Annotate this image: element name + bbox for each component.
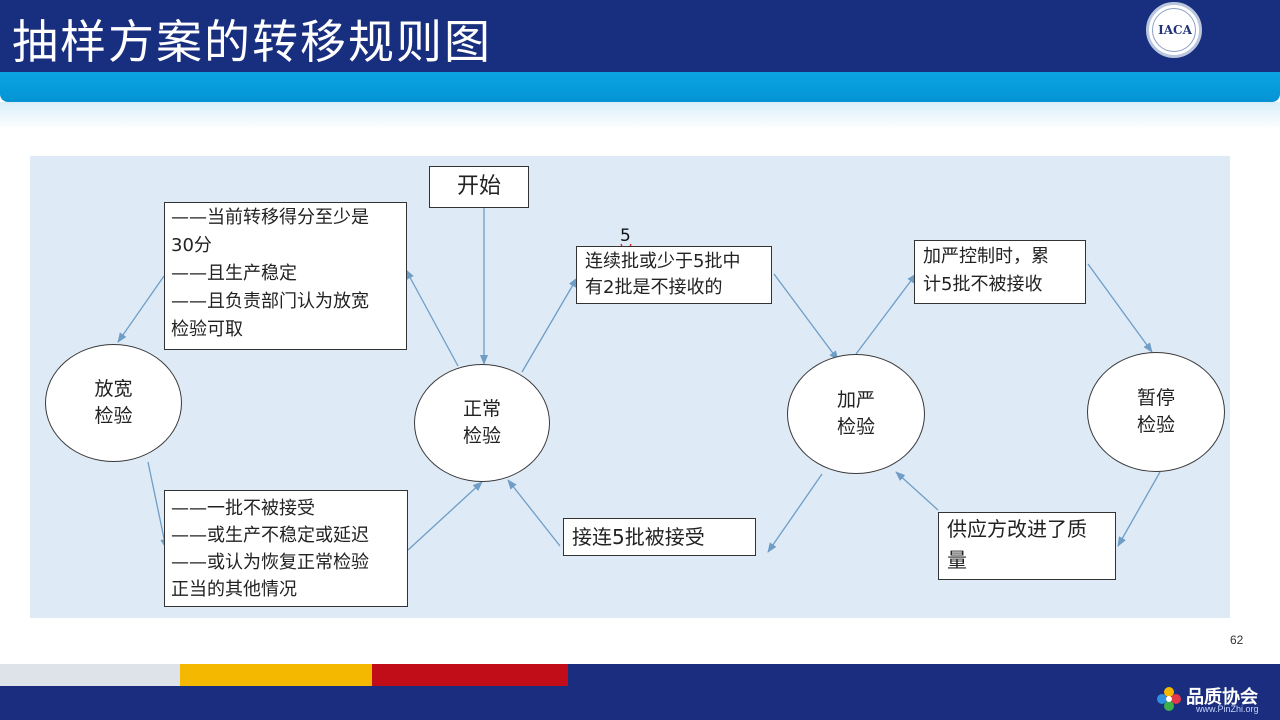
logo-text: IACA bbox=[1158, 23, 1192, 37]
condition-line: 量 bbox=[947, 548, 967, 572]
switching-rules-diagram: 开始 ——当前转移得分至少是 30分 ——且生产稳定 ——且负责部门认为放宽 检… bbox=[30, 156, 1230, 618]
state-label: 加严 bbox=[836, 389, 875, 411]
arrow-reduced-to-lower-box bbox=[147, 461, 169, 549]
condition-line: ——且负责部门认为放宽 bbox=[171, 291, 369, 312]
state-label: 正常 bbox=[462, 398, 501, 420]
condition-line: ——且生产稳定 bbox=[171, 263, 297, 284]
annotation-number: 5 bbox=[620, 226, 631, 246]
suspended-inspection-state: 暂停 检验 bbox=[1087, 352, 1225, 472]
condition-line: ——或认为恢复正常检验 bbox=[171, 552, 369, 573]
condition-line: 加严控制时，累 bbox=[923, 246, 1049, 267]
reduced-inspection-state: 放宽 检验 bbox=[45, 344, 182, 462]
tightened-to-normal-condition: 接连5批被接受 bbox=[563, 518, 756, 556]
condition-line: 接连5批被接受 bbox=[572, 525, 705, 549]
condition-line: 检验可取 bbox=[171, 319, 243, 340]
condition-line: ——一批不被接受 bbox=[171, 498, 315, 519]
condition-line: 供应方改进了质 bbox=[947, 517, 1087, 541]
footer-url: www.PinZhi.org bbox=[1196, 704, 1259, 714]
start-label: 开始 bbox=[456, 174, 501, 199]
footer-strip-navy bbox=[568, 664, 1280, 686]
arrow-normal-to-reduced-box bbox=[405, 269, 459, 367]
condition-line: ——或生产不稳定或延迟 bbox=[171, 525, 369, 546]
arrow-tightened-to-accepted-box bbox=[767, 473, 823, 553]
arrow-lower-box-to-normal bbox=[407, 481, 483, 551]
suspended-to-tightened-condition: 供应方改进了质 量 bbox=[938, 512, 1116, 580]
start-box: 开始 bbox=[429, 166, 529, 208]
footer-strip-red bbox=[372, 664, 568, 686]
condition-line: 连续批或少于5批中 bbox=[585, 251, 741, 272]
arrow-tightened-to-suspend-box bbox=[855, 273, 917, 355]
arrow-normal-to-tightened-box bbox=[521, 277, 578, 373]
normal-to-tightened-conditions: 连续批或少于5批中 有2批是不接收的 bbox=[576, 246, 772, 304]
state-label: 暂停 bbox=[1136, 387, 1175, 409]
footer-bar bbox=[0, 686, 1280, 720]
state-label: 放宽 bbox=[94, 378, 133, 400]
iaca-logo: IACA bbox=[1146, 2, 1202, 58]
state-label: 检验 bbox=[836, 416, 875, 438]
header-accent-band bbox=[0, 72, 1280, 102]
arrow-box-to-reduced bbox=[117, 275, 165, 343]
state-label: 检验 bbox=[462, 425, 501, 447]
title-bar: 抽样方案的转移规则图 bbox=[0, 0, 1280, 72]
arrow-tightened-box-to-tightened bbox=[773, 273, 839, 361]
state-label: 检验 bbox=[1136, 414, 1175, 436]
condition-line: 有2批是不接收的 bbox=[585, 277, 723, 298]
arrow-improve-box-to-tightened bbox=[895, 471, 939, 511]
footer-strip-light bbox=[0, 664, 180, 686]
footer-strip-yellow bbox=[180, 664, 372, 686]
normal-inspection-state: 正常 检验 bbox=[414, 364, 550, 482]
condition-line: 正当的其他情况 bbox=[171, 579, 297, 600]
condition-line: ——当前转移得分至少是 bbox=[171, 207, 369, 228]
page-title: 抽样方案的转移规则图 bbox=[12, 15, 492, 69]
tightened-inspection-state: 加严 检验 bbox=[787, 354, 925, 474]
arrow-suspend-box-to-suspended bbox=[1087, 263, 1153, 353]
header-band-shadow bbox=[0, 102, 1280, 130]
normal-to-reduced-conditions: ——当前转移得分至少是 30分 ——且生产稳定 ——且负责部门认为放宽 检验可取 bbox=[164, 202, 407, 350]
state-label: 检验 bbox=[94, 405, 133, 427]
footer-brand: 品质协会 bbox=[1186, 687, 1258, 708]
logo-ring: IACA bbox=[1152, 8, 1196, 52]
tightened-to-suspended-conditions: 加严控制时，累 计5批不被接收 bbox=[914, 240, 1086, 304]
arrow-accepted-box-to-normal bbox=[507, 479, 561, 547]
condition-line: 30分 bbox=[171, 235, 212, 256]
flower-icon bbox=[1157, 687, 1181, 711]
condition-line: 计5批不被接收 bbox=[923, 274, 1043, 295]
arrow-suspended-to-improve-box bbox=[1117, 471, 1161, 547]
page-number: 62 bbox=[1230, 633, 1244, 647]
reduced-to-normal-conditions: ——一批不被接受 ——或生产不稳定或延迟 ——或认为恢复正常检验 正当的其他情况 bbox=[164, 490, 408, 607]
